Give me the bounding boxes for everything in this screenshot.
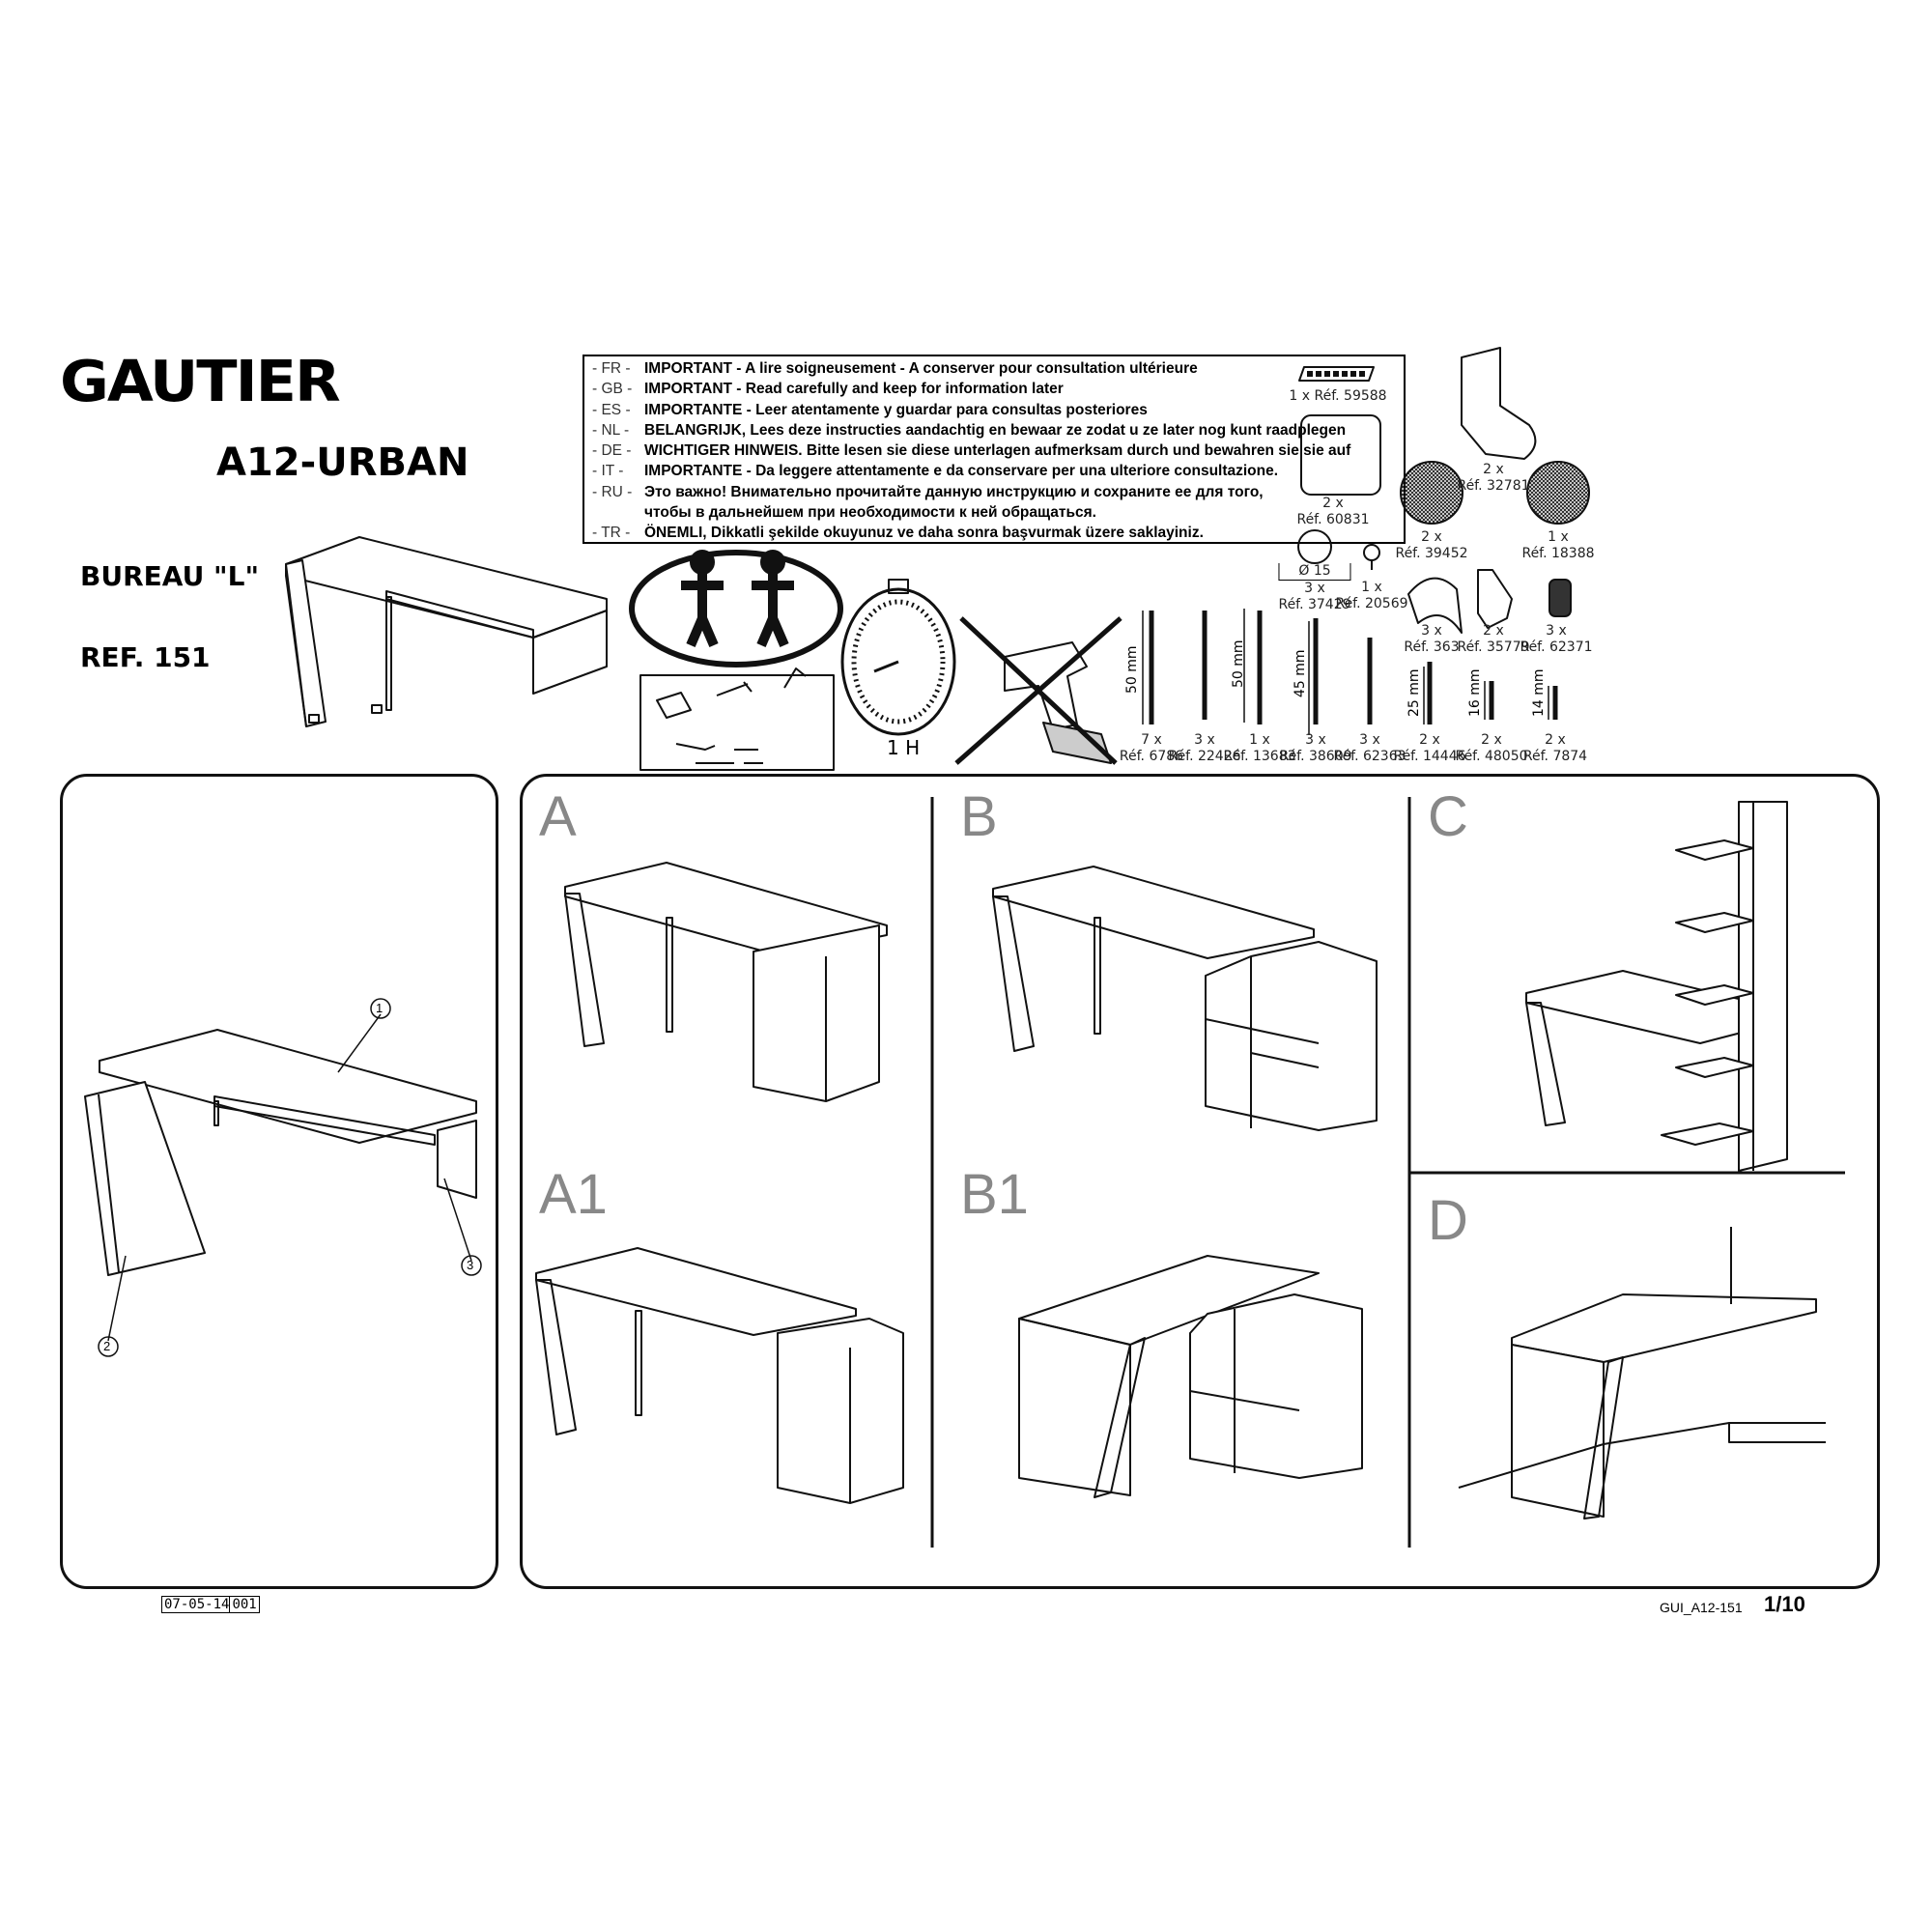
page-number: 1/10 — [1764, 1592, 1805, 1616]
exploded-desk-drawing — [84, 998, 482, 1357]
length-label: 45 mm — [1293, 649, 1308, 697]
required-tools-icon — [639, 668, 835, 771]
part-label-59588: 1 x Réf. 59588 — [1289, 388, 1387, 404]
config-b1-drawing — [1018, 1255, 1363, 1498]
screws — [1149, 611, 1558, 724]
cam-lock-icon — [1548, 579, 1572, 617]
length-label: 14 mm — [1531, 668, 1547, 717]
exploded-view-panel — [60, 774, 498, 1589]
hardware-illustrations — [1142, 347, 1590, 735]
no-power-drill-icon — [954, 616, 1122, 765]
notice-row: - FR -IMPORTANT - A lire soigneusement -… — [592, 360, 1198, 377]
document-code: GUI_A12-151 — [1660, 1600, 1743, 1615]
curved-bracket-icon — [1407, 577, 1463, 634]
config-label-a: A — [539, 785, 577, 848]
cap-strip-icon — [1298, 366, 1375, 382]
model-name: A12-URBAN — [216, 440, 469, 485]
callout-1: 1 — [376, 1001, 384, 1015]
plastic-foot-icon — [1300, 414, 1381, 496]
configurations-panel — [520, 774, 1880, 1589]
callout-2: 2 — [103, 1339, 111, 1353]
config-a-drawing — [564, 862, 888, 1102]
cover-cap-icon — [1297, 529, 1332, 564]
product-reference: REF. 151 — [80, 641, 211, 673]
notice-row: - GB -IMPORTANT - Read carefully and kee… — [592, 381, 1064, 398]
notice-row: - RU -Это важно! Внимательно прочитайте … — [592, 483, 1264, 500]
config-c-drawing — [1525, 801, 1788, 1172]
angle-bracket-icon — [1477, 569, 1513, 629]
grommet-icon — [1526, 461, 1590, 525]
length-label: 16 mm — [1467, 668, 1483, 717]
notice-row: - IT -IMPORTANTE - Da leggere attentamen… — [592, 463, 1279, 480]
length-label: 50 mm — [1124, 645, 1140, 694]
assembly-time-label: 1 H — [887, 736, 921, 759]
important-notice: - FR -IMPORTANT - A lire soigneusement -… — [582, 355, 1406, 544]
config-label-c: C — [1428, 785, 1468, 848]
length-label: 50 mm — [1231, 639, 1246, 688]
notice-row: - ES -IMPORTANTE - Leer atentamente y gu… — [592, 401, 1148, 418]
config-label-b1: B1 — [960, 1163, 1029, 1226]
config-label-d: D — [1428, 1189, 1468, 1252]
notice-row: - NL -BELANGRIJK, Lees deze instructies … — [592, 421, 1347, 439]
callout-3: 3 — [467, 1258, 474, 1272]
notice-row: чтобы в дальнейшем при необходимости к н… — [644, 504, 1096, 522]
config-b-drawing — [992, 866, 1378, 1131]
product-name: BUREAU "L" — [80, 560, 260, 592]
config-label-a1: A1 — [539, 1163, 608, 1226]
config-d-drawing — [1458, 1227, 1826, 1520]
two-person-assembly-icon — [629, 550, 843, 668]
desk-preview-illustration — [285, 536, 608, 727]
notice-row: - TR -ÖNEMLI, Dikkatli şekilde okuyunuz … — [592, 525, 1204, 542]
grommet-icon — [1400, 461, 1463, 525]
config-label-b: B — [960, 785, 998, 848]
brand-logo: GAUTIER — [60, 347, 341, 415]
notice-row: - DE -WICHTIGER HINWEIS. Bitte lesen sie… — [592, 442, 1351, 460]
clock-one-hour-icon — [840, 579, 956, 736]
l-bracket-icon — [1461, 347, 1537, 460]
length-label: 25 mm — [1406, 668, 1422, 717]
config-a1-drawing — [535, 1247, 904, 1504]
small-pin-icon — [1363, 544, 1380, 561]
